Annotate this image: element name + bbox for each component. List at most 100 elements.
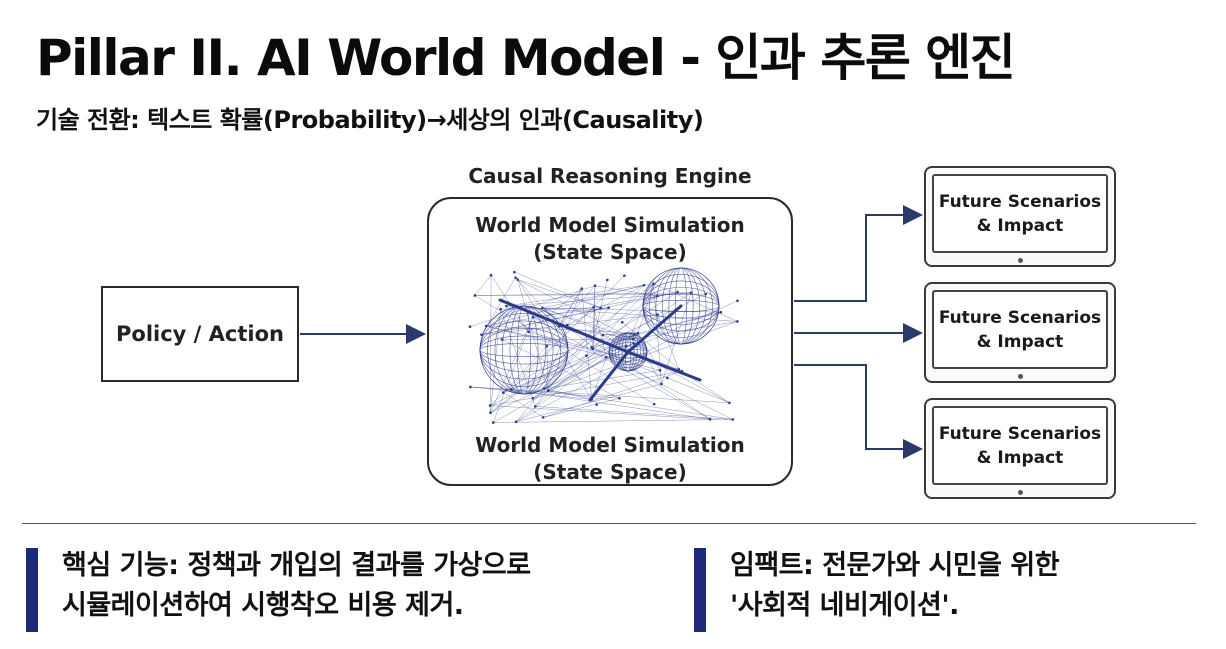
- network-edge: [517, 279, 592, 400]
- engine-title: Causal Reasoning Engine: [468, 164, 752, 188]
- callout-impact: 임팩트: 전문가와 시민을 위한 '사회적 네비게이션'.: [730, 546, 1200, 626]
- network-edge: [503, 392, 544, 418]
- network-node: [542, 387, 546, 390]
- network-node: [728, 401, 731, 405]
- network-edge: [490, 405, 711, 420]
- network-node: [604, 355, 608, 359]
- network-node: [489, 273, 493, 277]
- callout-impact-line2: '사회적 네비게이션'.: [730, 590, 959, 621]
- scenario-2-line1: Future Scenarios: [938, 307, 1102, 328]
- network-edge: [515, 388, 545, 422]
- network-node: [618, 396, 621, 400]
- network-edge: [661, 292, 692, 385]
- network-node: [527, 330, 530, 334]
- network-node: [514, 276, 517, 279]
- network-node: [584, 354, 588, 357]
- network-beam: [588, 350, 630, 402]
- simulation-label-top-line2: (State Space): [533, 240, 687, 264]
- network-edge: [481, 307, 609, 335]
- network-edge: [506, 292, 691, 307]
- section-divider: [22, 523, 1196, 524]
- callout-core-function-line1: 핵심 기능: 정책과 개입의 결과를 가상으로: [62, 550, 531, 581]
- simulation-label-bottom-line2: (State Space): [533, 460, 687, 484]
- network-beam: [626, 304, 683, 354]
- scenario-1-line2: & Impact: [976, 215, 1064, 236]
- network-node: [736, 320, 739, 323]
- network-edge: [486, 325, 639, 334]
- network-node: [489, 411, 492, 415]
- page-subtitle: 기술 전환: 텍스트 확률(Probability)→세상의 인과(Causal…: [36, 106, 704, 134]
- network-node: [623, 274, 626, 277]
- network-edge: [493, 419, 733, 423]
- network-node: [491, 421, 495, 424]
- network-node: [731, 418, 735, 421]
- network-node: [580, 287, 584, 290]
- tablet-home-dot: [1017, 374, 1023, 379]
- network-node: [531, 396, 535, 400]
- network-edge: [542, 307, 607, 358]
- network-edge: [506, 284, 645, 307]
- network-node: [658, 369, 662, 372]
- network-node: [514, 420, 518, 424]
- network-edge: [544, 355, 587, 389]
- network-node: [660, 382, 663, 386]
- network-edge: [474, 295, 655, 405]
- network-edge: [490, 338, 596, 413]
- causal-engine-box: [427, 197, 793, 486]
- network-node: [468, 325, 472, 328]
- policy-action-label: Policy / Action: [116, 322, 284, 346]
- tablet-home-dot: [1017, 490, 1023, 495]
- network-edge: [500, 307, 601, 310]
- network-edge: [542, 307, 634, 340]
- scenario-tablet-1: Future Scenarios & Impact: [924, 166, 1116, 267]
- network-node: [606, 278, 609, 282]
- network-node: [590, 346, 593, 349]
- network-node: [473, 294, 477, 297]
- network-node: [488, 404, 492, 407]
- network-edge: [517, 279, 634, 340]
- network-beam: [626, 350, 702, 382]
- network-node: [708, 417, 712, 421]
- page-title: Pillar II. AI World Model - 인과 추론 엔진: [36, 29, 1016, 87]
- network-node: [736, 299, 739, 303]
- network-node: [501, 391, 505, 394]
- network-node: [516, 278, 519, 281]
- network-edge: [490, 370, 683, 406]
- network-edge: [532, 343, 634, 399]
- network-node: [499, 307, 502, 311]
- network-node: [505, 304, 508, 308]
- network-node: [592, 306, 595, 309]
- network-edge: [528, 288, 582, 333]
- network-node: [593, 284, 597, 288]
- network-edge: [543, 370, 683, 418]
- sphere-longitude: [608, 332, 648, 372]
- network-edge: [486, 325, 661, 371]
- simulation-label-top-line1: World Model Simulation: [475, 213, 745, 237]
- network-edge: [535, 406, 733, 420]
- callout-core-function: 핵심 기능: 정책과 개입의 결과를 가상으로 시뮬레이션하여 시행착오 비용 …: [62, 546, 662, 626]
- network-edge: [535, 295, 658, 407]
- network-edge: [653, 283, 662, 385]
- network-edge: [517, 279, 549, 391]
- network-edge: [514, 271, 601, 309]
- network-beam: [498, 298, 630, 354]
- arrow-engine-to-scenario-1: [794, 205, 923, 302]
- network-node: [689, 291, 693, 295]
- scenario-screen-1: Future Scenarios & Impact: [932, 174, 1108, 253]
- network-node: [666, 376, 669, 380]
- network-node: [607, 306, 610, 310]
- scenario-2-line2: & Impact: [976, 331, 1064, 352]
- network-edge: [506, 305, 529, 332]
- state-space-network-illustration: [468, 267, 739, 424]
- scenario-screen-3: Future Scenarios & Impact: [932, 406, 1108, 485]
- network-node: [541, 306, 544, 310]
- network-edge: [544, 388, 592, 400]
- network-edge: [653, 283, 738, 322]
- scenario-tablet-2: Future Scenarios & Impact: [924, 282, 1116, 383]
- scenario-screen-2: Future Scenarios & Impact: [932, 290, 1108, 369]
- network-node: [620, 320, 624, 324]
- scenario-3-line1: Future Scenarios: [938, 423, 1102, 444]
- network-node: [513, 270, 516, 274]
- network-edge: [517, 279, 560, 327]
